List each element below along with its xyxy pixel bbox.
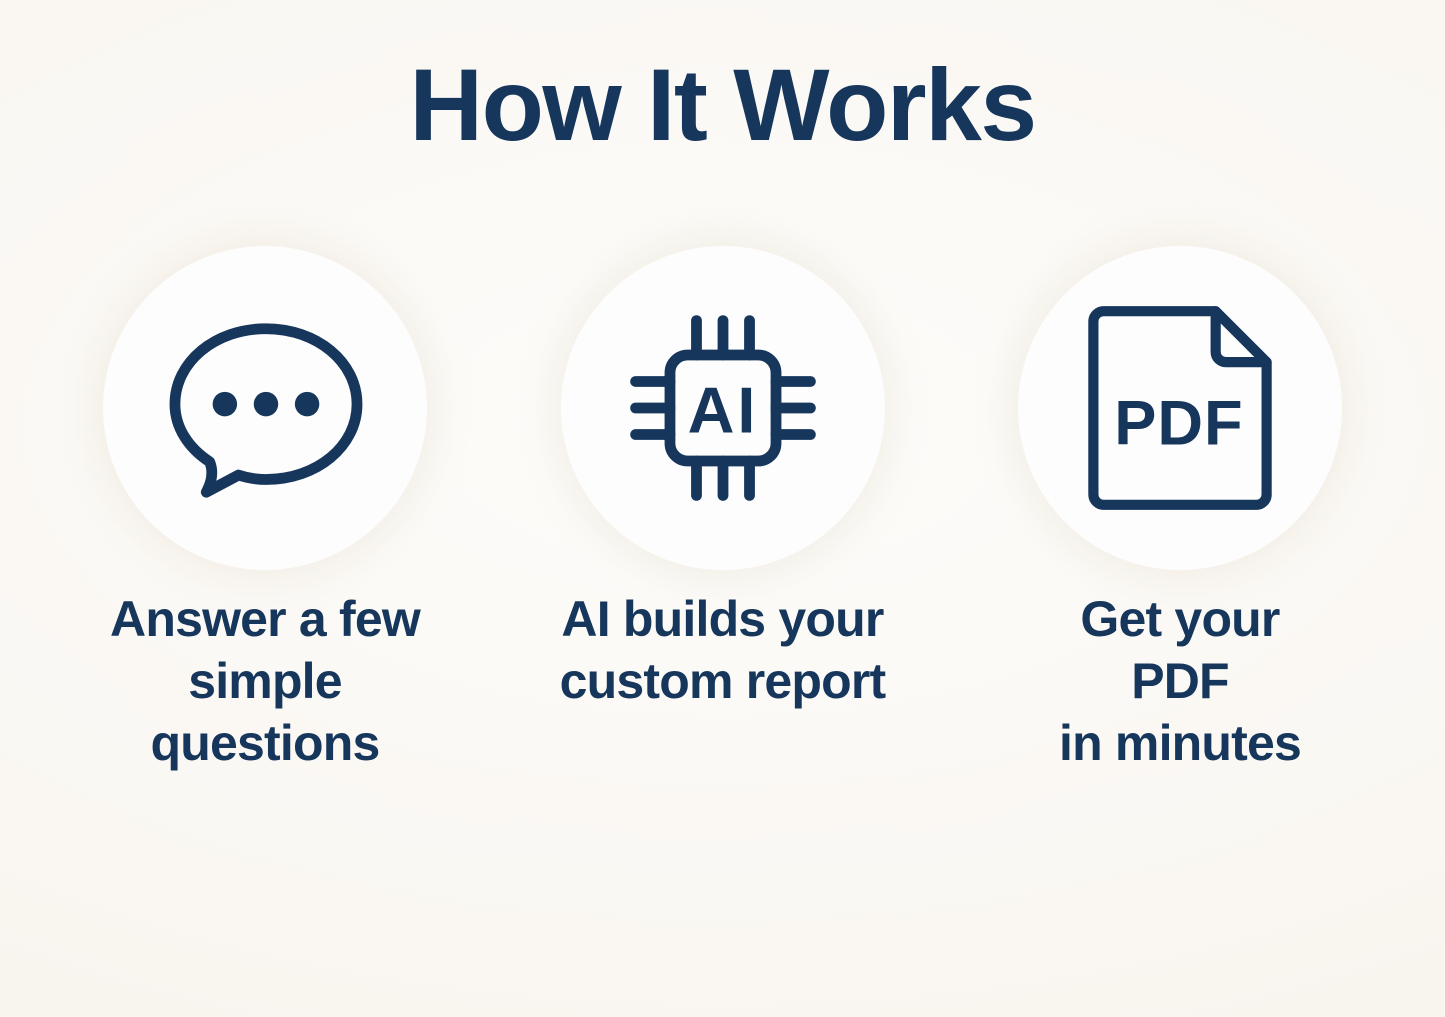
steps-row: Answer a few simple questions xyxy=(0,246,1445,774)
ai-chip-icon: AI xyxy=(629,315,816,501)
step-ai-builds-report: AI AI builds your custom report xyxy=(504,246,942,774)
pdf-label: PDF xyxy=(1114,389,1243,459)
folded-corner xyxy=(1210,306,1272,368)
bubble-dot xyxy=(294,391,320,417)
chat-bubble-icon xyxy=(169,323,363,498)
bubble-dot xyxy=(212,391,238,417)
pdf-document-icon-circle: PDF xyxy=(1018,246,1342,570)
bubble-dot xyxy=(253,391,279,417)
ai-chip-icon-circle: AI xyxy=(560,246,885,570)
pdf-document-icon: PDF xyxy=(1088,306,1272,510)
step-get-pdf: PDF Get your PDF in minutes xyxy=(961,246,1399,774)
step-caption: AI builds your custom report xyxy=(559,591,887,709)
ai-chip-label: AI xyxy=(687,373,758,446)
step-caption: Get your PDF in minutes xyxy=(1058,591,1302,771)
step-answer-questions: Answer a few simple questions xyxy=(46,246,484,774)
step-caption: Answer a few simple questions xyxy=(110,591,421,771)
page-title: How It Works xyxy=(409,48,1037,162)
chat-bubble-icon-circle xyxy=(103,246,427,570)
